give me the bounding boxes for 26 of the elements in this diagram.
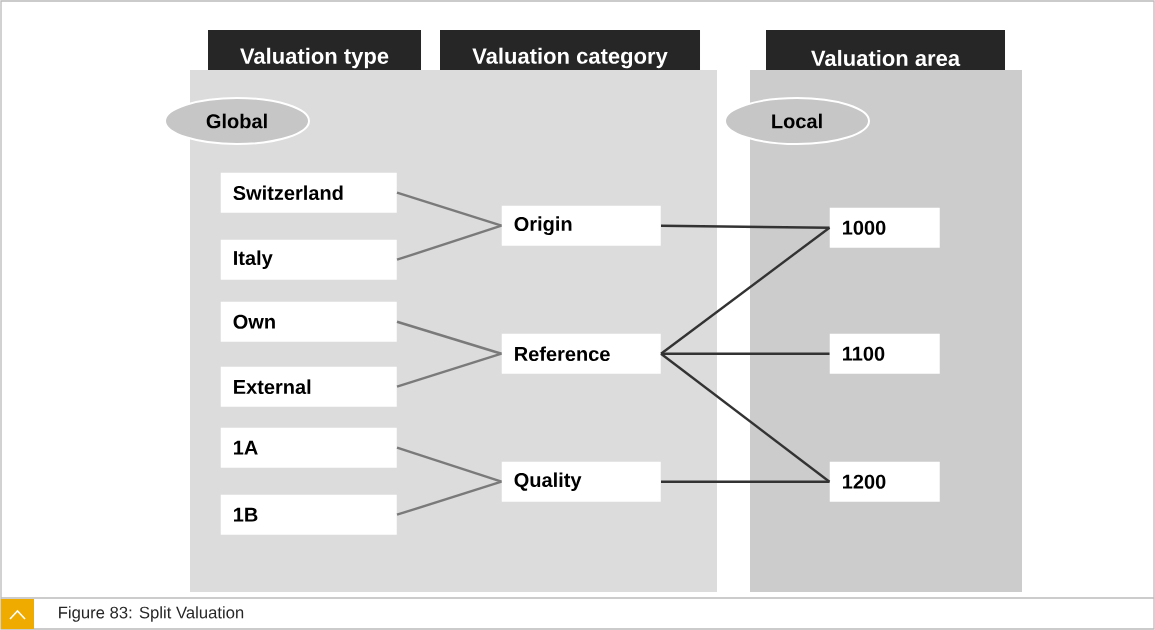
connector-line (661, 480, 830, 483)
connector-line (396, 191, 502, 227)
connector-line (660, 226, 831, 355)
connector-line (396, 320, 502, 355)
value-box: 1B (220, 494, 397, 535)
value-box: 1100 (829, 333, 940, 374)
value-box: Origin (501, 205, 661, 246)
scope-oval: Global (164, 97, 310, 145)
connector-line (396, 224, 502, 261)
value-box: 1000 (829, 207, 940, 248)
connector-line (396, 480, 502, 516)
value-box: 1200 (829, 461, 940, 502)
value-box: External (220, 366, 397, 407)
scope-oval: Local (724, 97, 870, 145)
figure-caption: Figure 83: Split Valuation (59, 606, 244, 622)
connector-line (396, 446, 502, 483)
value-box: 1A (220, 427, 397, 468)
connector-line (396, 352, 502, 388)
value-box: Quality (501, 461, 661, 502)
connector-line (661, 224, 830, 229)
connector-line (660, 352, 831, 483)
value-box: Reference (501, 333, 661, 374)
connector-line (661, 352, 830, 355)
value-box: Italy (220, 239, 397, 280)
value-box: Switzerland (220, 172, 397, 213)
value-box: Own (220, 301, 397, 342)
